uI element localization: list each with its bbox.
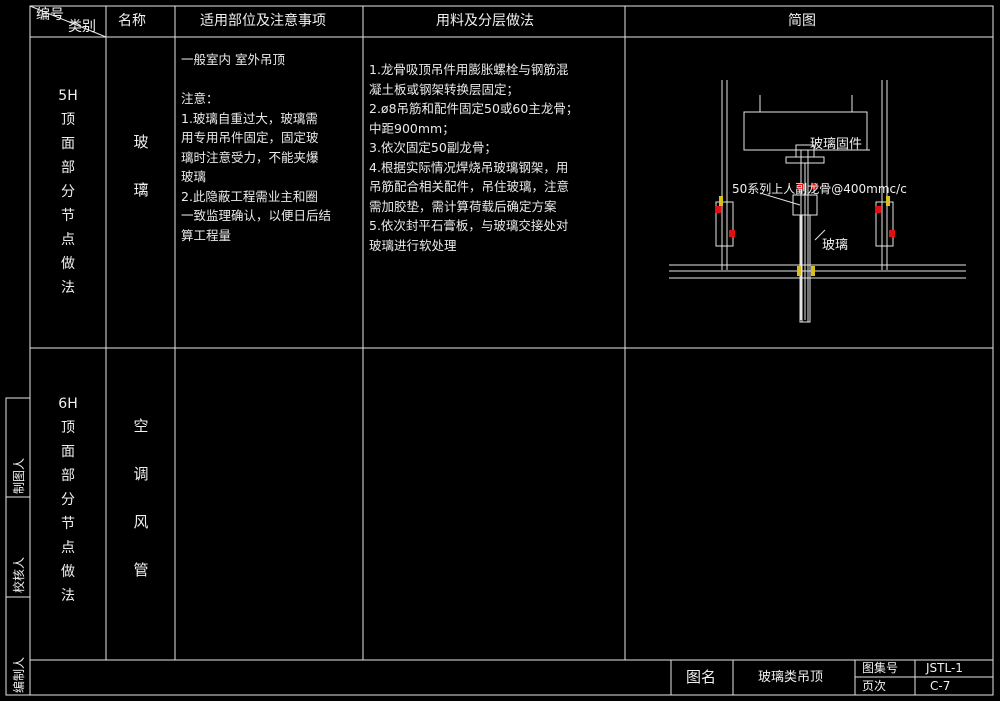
row-name: 空 调 风 管 <box>133 417 149 579</box>
side-label-checker: 校核人 <box>12 556 26 593</box>
side-label-drawer: 制图人 <box>12 457 26 494</box>
sketch-yellow-marks <box>719 196 890 276</box>
title-atlas-no: JSTL-1 <box>926 661 963 675</box>
title-page-label: 页次 <box>862 679 887 693</box>
sketch-red-marks <box>715 183 895 237</box>
title-page-no: C-7 <box>930 679 951 693</box>
side-label-compiler: 编制人 <box>12 656 26 693</box>
row-code: 5H 顶 面 部 分 节 点 做 法 <box>58 88 78 296</box>
header-sketch-col: 简图 <box>788 13 816 29</box>
title-drawing-name: 玻璃类吊顶 <box>758 670 824 685</box>
header-category-label: 类别 <box>68 19 96 35</box>
header-name-col: 名称 <box>118 13 146 29</box>
title-drawing-name-label: 图名 <box>686 668 717 686</box>
title-atlas-no-label: 图集号 <box>862 661 899 675</box>
sketch-label-keel: 50系列上人副龙骨@400mmc/c <box>732 182 907 196</box>
sketch-label-glass: 玻璃 <box>822 238 849 253</box>
header-usage-col: 适用部位及注意事项 <box>200 13 326 29</box>
row-usage-notes: 一般室内 室外吊顶 注意： 1.玻璃自重过大，玻璃需 用专用吊件固定，固定玻 璃… <box>181 52 332 243</box>
row-code: 6H 顶 面 部 分 节 点 做 法 <box>58 396 78 604</box>
header-number-label: 编号 <box>36 7 64 23</box>
header-method-col: 用料及分层做法 <box>436 13 534 29</box>
row-method-notes: 1.龙骨吸顶吊件用膨胀螺栓与钢筋混 凝土板或钢架转换层固定； 2.ø8吊筋和配件… <box>369 62 579 253</box>
sketch-label-glass-fixing: 玻璃固件 <box>810 137 863 152</box>
row-name: 玻 璃 <box>133 133 149 199</box>
glass-ceiling-sketch <box>669 80 966 323</box>
